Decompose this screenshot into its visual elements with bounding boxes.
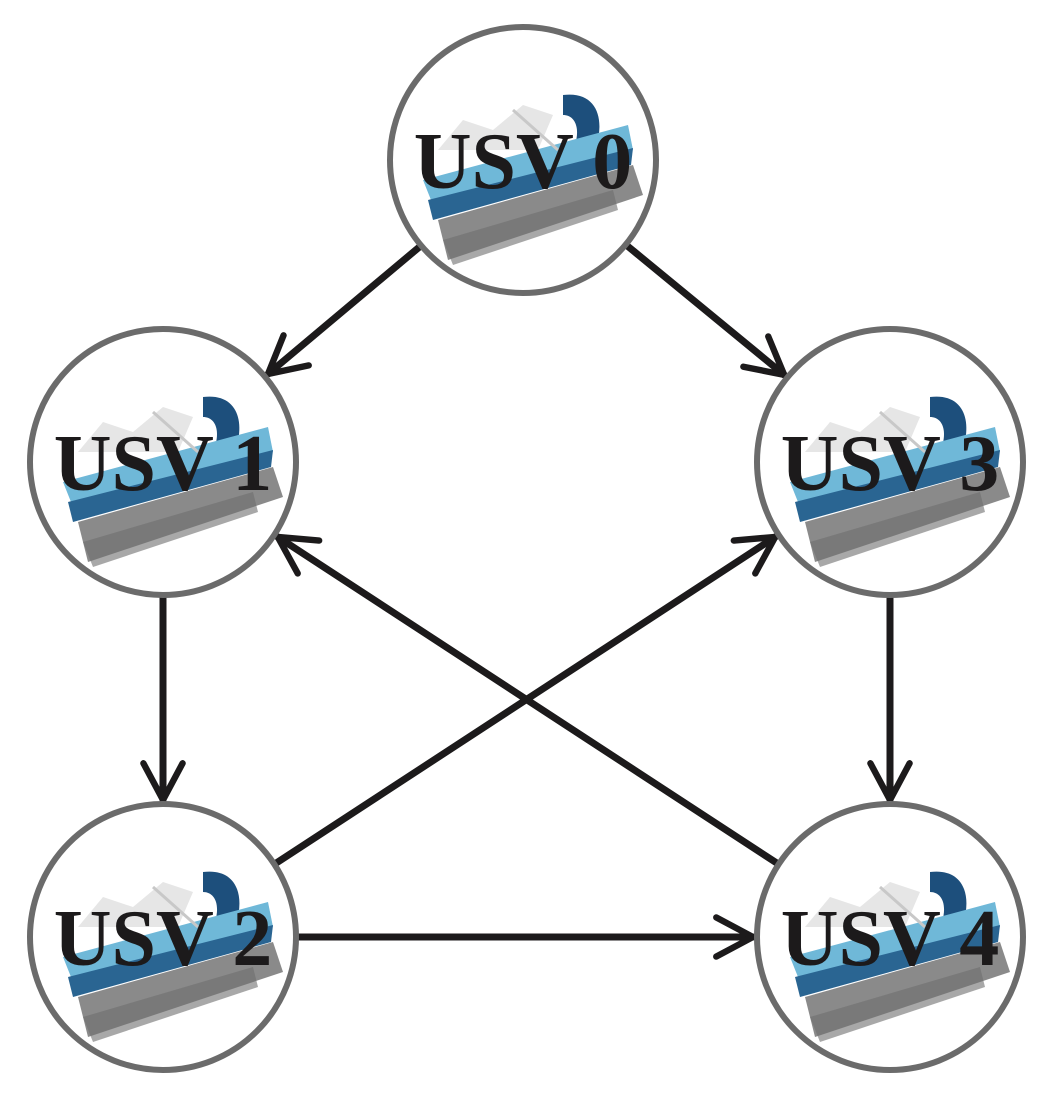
nodes-layer: USV 0 USV 1 USV 2 USV 3 USV 4 xyxy=(27,24,1026,1073)
node-usv-4: USV 4 xyxy=(754,801,1026,1073)
node-usv-3: USV 3 xyxy=(754,326,1026,598)
node-label: USV 4 xyxy=(781,895,1000,983)
edge-usv0-to-usv1 xyxy=(264,243,424,378)
node-label: USV 2 xyxy=(54,895,273,983)
node-usv-0: USV 0 xyxy=(387,24,659,296)
node-label: USV 3 xyxy=(781,420,1000,508)
node-usv-2: USV 2 xyxy=(27,801,299,1073)
edge-usv0-to-usv3 xyxy=(623,242,788,379)
node-label: USV 0 xyxy=(414,118,633,206)
edges-layer xyxy=(140,242,913,960)
node-label: USV 1 xyxy=(54,420,273,508)
edge-usv4-to-usv1 xyxy=(274,533,781,867)
node-usv-1: USV 1 xyxy=(27,326,299,598)
